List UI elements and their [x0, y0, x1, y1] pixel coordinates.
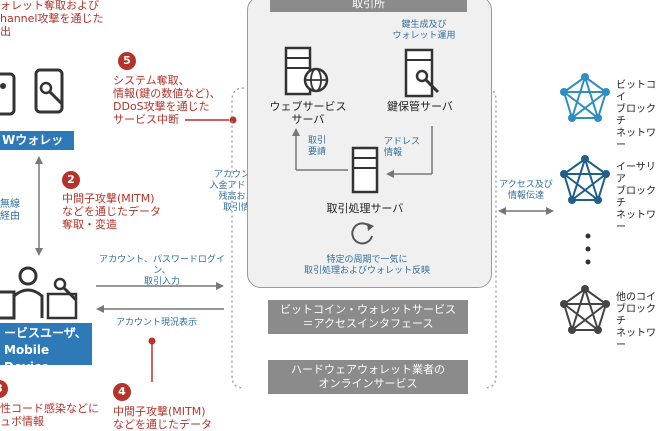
web-server-icon	[284, 46, 329, 96]
attack-4-pointer	[148, 337, 156, 382]
exchange-title: 取引所	[270, 0, 467, 12]
attack-5-pointer	[185, 116, 237, 124]
bitcoin-wallet-service-bar: ビットコイン・ウォレットサービス ＝アクセスインタフェース	[268, 300, 468, 334]
users-icon	[0, 266, 78, 320]
ethereum-network-label: イーサリア ブロックチ ネットワー	[616, 162, 656, 233]
ethereum-network-icon	[560, 155, 610, 204]
bitcoin-network-label: ビットコイ ブロックチ ネットワー	[616, 80, 656, 151]
key-server-label: 鍵保管サーバ	[387, 100, 453, 113]
per-account-label: アカウント別 入金アドレス、 残高および 取引情報	[209, 170, 273, 213]
attack-bottom-text: 性コード感染などに ュボ情報	[0, 402, 99, 428]
attack-5-badge: 5	[118, 52, 136, 70]
refresh-icon	[351, 222, 374, 245]
account-status-label: アカウント現況表示	[116, 318, 198, 328]
ellipsis-dots	[585, 233, 591, 265]
arrow-down-key	[386, 126, 433, 178]
access-arrow	[498, 207, 554, 215]
access-info-label: アクセス及び 情報伝達	[499, 180, 553, 201]
attack-4-badge: 4	[113, 383, 131, 401]
hardware-wallet-service-bar: ハードウェアウォレット業者の オンラインサービス	[268, 360, 468, 394]
wallet-device-icon	[0, 68, 64, 116]
attack-4-text: 中間子攻撃(MITM) などを通じたデータ	[113, 405, 212, 431]
other-coin-network-label: 他のコイ ブロックチ ネットワー	[616, 292, 656, 351]
processing-server-label: 取引処理サーバ	[326, 202, 404, 215]
key-server-icon	[404, 48, 440, 98]
web-server-label: ウェブサービス サーバ	[269, 100, 347, 126]
account-login-label: アカウント、パスワードログイン、 取引入力	[99, 255, 225, 287]
w-wallet-label: Wウォレット	[0, 131, 74, 166]
arrow-to-user	[96, 305, 224, 313]
processing-server-icon	[351, 146, 379, 194]
periodic-label: 特定の周期で一気に 取引処理およびウォレット反映	[303, 255, 430, 276]
key-gen-label: 鍵生成及び ウォレット運用	[392, 20, 456, 41]
attack-2-badge: 2	[62, 171, 80, 189]
attack-5-text: システム奪取、 情報(鍵の数値など)、 DDoS攻撃を通じた サービス中断	[113, 74, 221, 126]
arrow-up-web	[292, 128, 348, 171]
bitcoin-network-icon	[560, 73, 610, 122]
dashed-bracket-left	[231, 87, 245, 389]
vertical-arrow-left	[35, 156, 43, 256]
wireless-label: 無線 経由	[0, 199, 20, 222]
attack-2-text: 中間子攻撃(MITM) などを通じたデータ 奪取・変造	[62, 192, 161, 231]
service-user-label: ービスユーザ、 Mobile Device	[0, 323, 92, 374]
attack-3-badge: 3	[0, 380, 8, 398]
trade-request-label: 取引 要請	[307, 136, 326, 157]
other-coin-network-icon	[560, 285, 610, 334]
attack-top-text: ォレット奪取および hannel攻撃を通じた 出	[0, 0, 104, 38]
address-info-label: アドレス 情報	[384, 137, 421, 158]
arrow-to-exchange	[96, 282, 224, 290]
